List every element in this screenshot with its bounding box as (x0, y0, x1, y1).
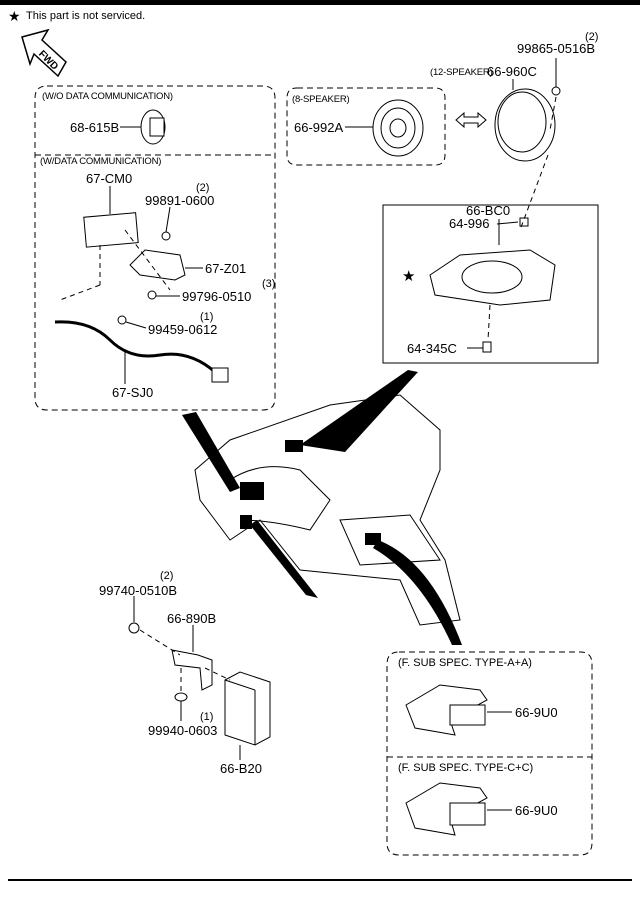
label-66-890b[interactable]: 66-890B (167, 611, 217, 626)
part-99865-0516b (551, 86, 561, 96)
location-pointer (182, 412, 240, 492)
group-label-sub-cc: (F. SUB SPEC. TYPE-C+C) (398, 762, 534, 774)
label-66-9u0-c[interactable]: 66-9U0 (515, 803, 558, 818)
group-label-wo-data: (W/O DATA COMMUNICATION) (42, 91, 173, 102)
label-64-996[interactable]: 64-996 (449, 216, 490, 231)
label-67-sj0[interactable]: 67-SJ0 (112, 385, 154, 400)
group-label-w-data: (W/DATA COMMUNICATION) (40, 156, 162, 167)
group-box-data-communication (34, 85, 276, 411)
part-67-z01 (129, 249, 186, 281)
part-66-b20 (224, 671, 271, 746)
label-66-9u0-a[interactable]: 66-9U0 (515, 705, 558, 720)
group-label-sub-aa: (F. SUB SPEC. TYPE-A+A) (398, 657, 532, 669)
location-marker (240, 515, 252, 529)
part-64-996 (519, 217, 529, 227)
label-99740-0510b[interactable]: 99740-0510B (99, 583, 178, 598)
label-68-615b[interactable]: 68-615B (70, 120, 120, 135)
star-icon: ★ (8, 8, 21, 24)
part-99740-0510b (128, 622, 140, 634)
label-67-z01[interactable]: 67-Z01 (205, 261, 247, 276)
location-marker (240, 482, 264, 500)
part-99796-0510 (147, 290, 157, 300)
not-serviced-star-icon: ★ (402, 268, 416, 285)
assembly-box-66-bc0 (382, 204, 599, 364)
fwd-arrow-icon: FWD (21, 28, 67, 78)
label-66-bc0[interactable]: 66-BC0 (466, 203, 511, 218)
part-67-sj0 (54, 320, 216, 374)
label-99865-0516b[interactable]: 99865-0516B (517, 41, 596, 56)
part-66-890b (171, 649, 213, 691)
part-64-345c (482, 341, 492, 353)
group-label-12-speaker: (12-SPEAKER) (430, 67, 493, 78)
label-99940-0603[interactable]: 99940-0603 (148, 723, 218, 738)
label-64-345c[interactable]: 64-345C (407, 341, 457, 356)
location-pointer (250, 520, 318, 598)
legend-text: This part is not serviced. (26, 10, 146, 22)
label-66-b20[interactable]: 66-B20 (220, 761, 262, 776)
qty-99796: (3) (262, 278, 276, 290)
label-66-992a[interactable]: 66-992A (294, 120, 344, 135)
label-99459-0612[interactable]: 99459-0612 (148, 322, 218, 337)
label-66-960c[interactable]: 66-960C (487, 64, 537, 79)
part-67-cm0 (83, 212, 139, 248)
group-box-8-speaker (286, 87, 446, 166)
label-67-cm0[interactable]: 67-CM0 (86, 171, 133, 186)
location-marker (285, 440, 303, 452)
group-label-8-speaker: (8-SPEAKER) (292, 94, 350, 105)
part-99459-0612 (117, 315, 127, 325)
qty-99740: (2) (160, 570, 174, 582)
top-bar (0, 0, 640, 5)
label-99796-0510[interactable]: 99796-0510 (182, 289, 252, 304)
location-pointer (373, 540, 462, 645)
label-99891-0600[interactable]: 99891-0600 (145, 193, 215, 208)
qty-99940: (1) (200, 711, 214, 723)
part-99940-0603 (174, 692, 188, 702)
qty-99459: (1) (200, 311, 214, 323)
group-box-sub-spec (386, 651, 593, 856)
qty-99891: (2) (196, 182, 210, 194)
part-99891-0600 (161, 231, 171, 241)
location-pointer (300, 370, 418, 452)
qty-99865: (2) (585, 31, 599, 43)
alternative-arrow-icon (455, 111, 487, 129)
